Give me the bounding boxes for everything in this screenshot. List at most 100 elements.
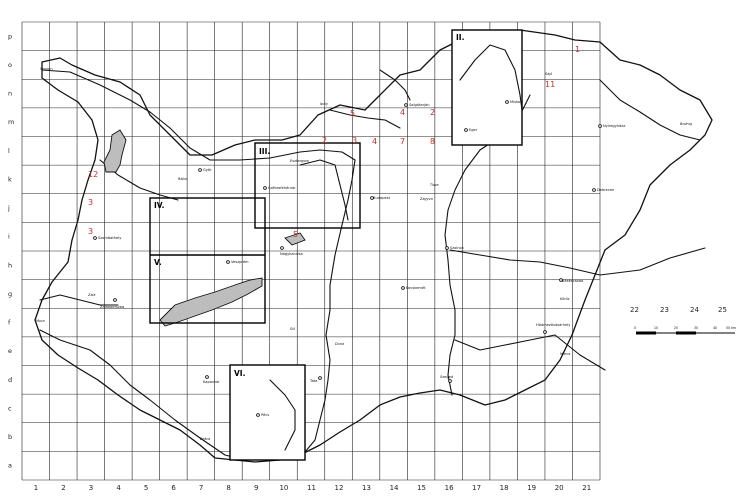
river-label: Bodrog: [680, 122, 693, 126]
col-23-label: 23: [660, 306, 669, 314]
red-num-5b: 5: [293, 230, 298, 239]
red-num-4a: 4: [400, 108, 405, 117]
city-label: Nyíregyháza: [603, 124, 625, 128]
scale-tick-30: 30: [694, 326, 698, 330]
city-label: Szeged: [440, 375, 453, 379]
scale-tick-10: 10: [654, 326, 658, 330]
row-label-f: f: [8, 319, 11, 327]
col-label-19: 19: [527, 484, 536, 492]
row-label-d: d: [8, 376, 12, 384]
row-label-g: g: [8, 290, 12, 298]
city-label: Zalaegerszeg: [100, 305, 124, 309]
red-num-8: 8: [430, 137, 435, 146]
rivers: [39, 69, 706, 461]
col-label-6: 6: [171, 484, 176, 492]
river-label: Mura: [36, 319, 45, 323]
city-label: Veszprém: [231, 260, 249, 264]
scale-bar: 0 10 20 30 40 50 km: [634, 326, 736, 335]
inset-VI: [229, 364, 306, 461]
col-label-20: 20: [555, 484, 564, 492]
col-label-4: 4: [116, 484, 121, 492]
city-label: Szolnok: [450, 246, 465, 250]
river-label: Rába: [178, 177, 187, 181]
inset-II: [451, 29, 523, 146]
country-border: [34, 29, 713, 463]
city-label: Tata: [309, 379, 317, 383]
extra-column-labels: 22 23 24 25: [630, 306, 727, 314]
river-label: Sió: [290, 327, 295, 331]
col-label-11: 11: [307, 484, 316, 492]
col-label-17: 17: [472, 484, 481, 492]
red-num-5: 5: [350, 109, 355, 118]
city-label: Békéscsaba: [562, 279, 583, 283]
row-label-k: k: [8, 175, 12, 183]
river-label: Sajó: [545, 72, 552, 76]
row-label-j: j: [7, 204, 10, 212]
col-24-label: 24: [690, 306, 699, 314]
inset-III-label: III.: [259, 147, 270, 156]
row-label-h: h: [8, 261, 12, 269]
city-label: Sopron: [40, 67, 53, 71]
river-label: Zagyva: [419, 197, 433, 201]
red-num-12: 12: [88, 170, 98, 179]
col-label-8: 8: [226, 484, 230, 492]
red-num-4b: 4: [372, 137, 377, 146]
inset-IV-label: IV.: [154, 201, 165, 210]
inset-V-label: V.: [154, 258, 162, 267]
river-label: Dráva: [200, 437, 210, 441]
lake-ferto: [103, 129, 127, 173]
city-label: Salgótarján: [409, 103, 430, 107]
row-label-c: c: [8, 404, 12, 412]
city-label: Győr: [203, 168, 212, 172]
river-label: Ipoly: [320, 102, 329, 106]
scale-tick-0: 0: [634, 326, 636, 330]
row-label-m: m: [8, 118, 14, 126]
row-label-a: a: [8, 462, 12, 470]
col-label-9: 9: [254, 484, 258, 492]
row-label-b: b: [8, 433, 12, 441]
col-label-13: 13: [362, 484, 371, 492]
col-label-1: 1: [34, 484, 38, 492]
city-label: Nagykanizsa: [280, 252, 303, 256]
red-num-1: 1: [575, 45, 580, 54]
city-label: Kaposvár: [203, 380, 220, 384]
col-label-14: 14: [390, 484, 399, 492]
red-num-11: 11: [545, 80, 555, 89]
city-label: Budapest: [373, 196, 391, 200]
red-num-3a: 3: [352, 136, 357, 145]
row-label-l: l: [8, 147, 10, 155]
city-label: Esztergom: [290, 159, 310, 163]
city-label: Kecskemét: [406, 286, 426, 290]
col-22-label: 22: [630, 306, 639, 314]
red-num-3b: 3: [88, 198, 93, 207]
col-label-5: 5: [144, 484, 148, 492]
row-label-i: i: [8, 233, 10, 241]
scale-tick-50: 50 km: [726, 326, 736, 330]
river-label: Duna: [335, 342, 344, 346]
row-label-p: p: [8, 32, 12, 40]
col-label-10: 10: [279, 484, 288, 492]
red-num-2b: 2: [322, 136, 327, 145]
col-25-label: 25: [718, 306, 727, 314]
red-num-2a: 2: [430, 108, 435, 117]
inset-III: [254, 142, 361, 229]
col-label-2: 2: [61, 484, 65, 492]
cities: Szombathely Székesfehérvár Veszprém Pécs…: [40, 67, 625, 417]
city-label: Szombathely: [98, 236, 122, 240]
river-label: Körös: [560, 297, 570, 301]
city-label: Hódmezővásárhely: [536, 323, 571, 327]
inset-VI-label: VI.: [234, 369, 246, 378]
col-label-21: 21: [582, 484, 591, 492]
river-label: Zala: [87, 293, 95, 297]
col-label-12: 12: [335, 484, 344, 492]
grid-rows: [22, 50, 600, 452]
col-label-16: 16: [445, 484, 454, 492]
row-label-e: e: [8, 347, 12, 355]
city-label: Eger: [469, 128, 478, 132]
red-grid-numbers: 1 11 4 2 5 2 3 4 7 8 12 3 3 5: [88, 45, 580, 239]
river-label: Tisza: [430, 183, 439, 187]
city-label: Székesfehérvár: [268, 186, 296, 190]
